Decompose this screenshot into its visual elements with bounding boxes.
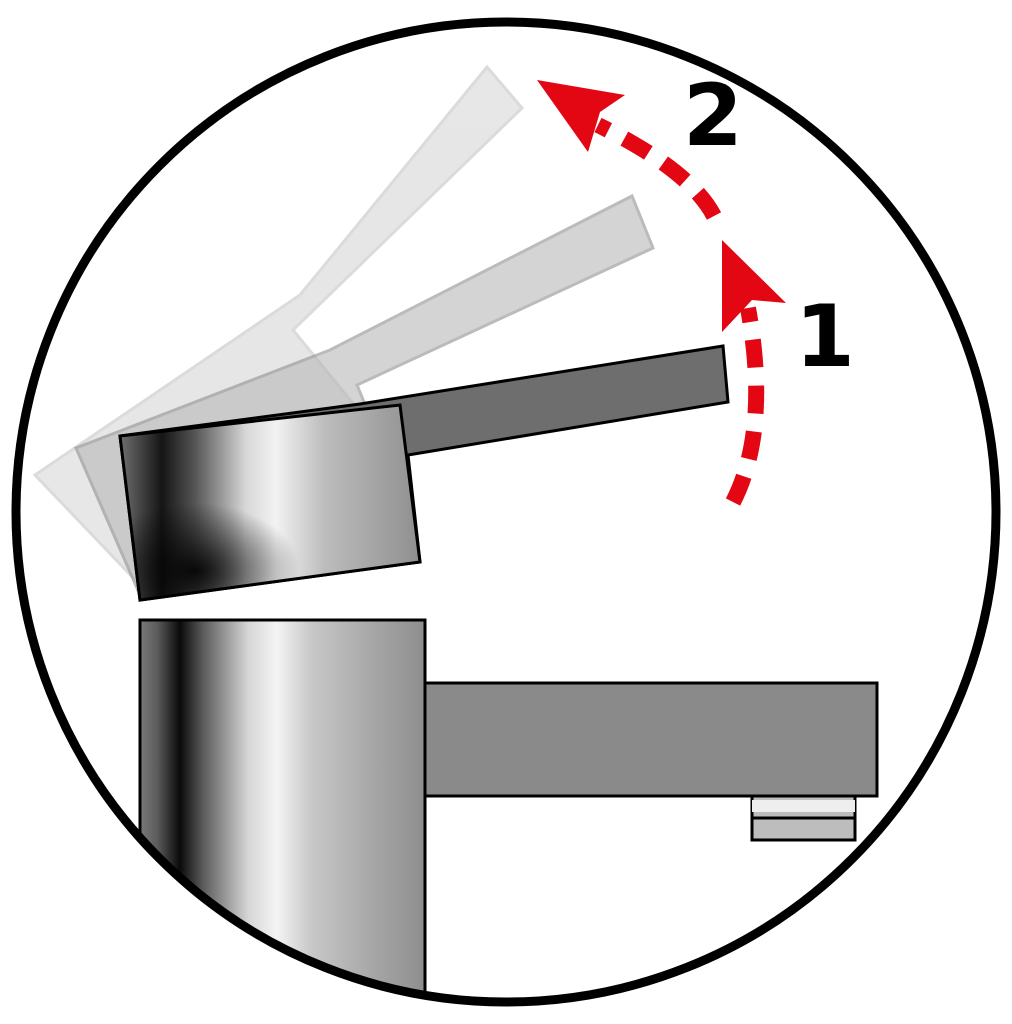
arrowhead-1-icon bbox=[722, 240, 786, 332]
dashed-arrow-step-1 bbox=[722, 240, 786, 506]
lever-handle-current bbox=[118, 344, 730, 602]
dashed-arrow-step-2 bbox=[537, 80, 722, 220]
faucet-body bbox=[138, 618, 427, 1002]
arrowhead-2-icon bbox=[537, 80, 625, 152]
faucet-spout bbox=[418, 681, 879, 842]
step-label-1: 1 bbox=[795, 287, 855, 387]
circle-frame bbox=[11, 17, 1001, 1007]
